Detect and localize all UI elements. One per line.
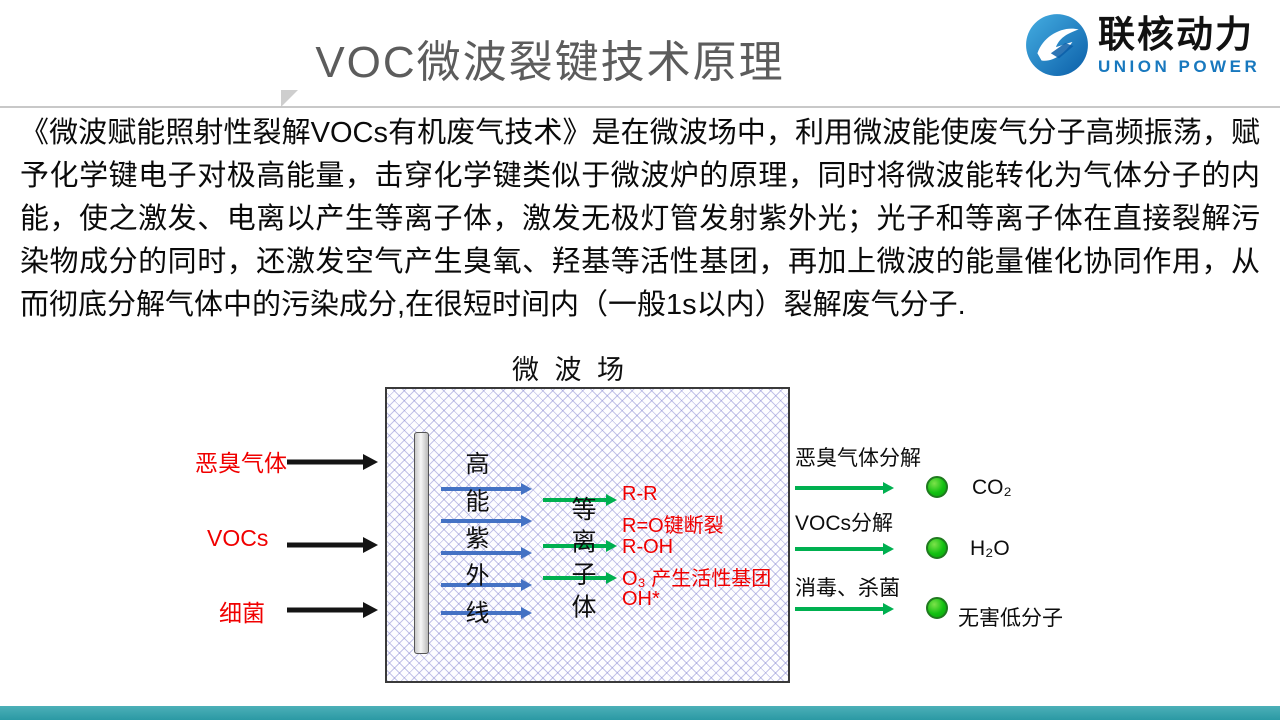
reaction-text: OH*: [622, 588, 660, 610]
input-label: 细菌: [219, 600, 265, 626]
logo-text: 联核动力 UNION POWER: [1098, 16, 1260, 75]
reaction-text: R-R: [622, 483, 658, 505]
reaction-text: R=O键断裂: [622, 515, 724, 537]
microwave-chamber-box: [385, 387, 790, 683]
uv-energy-label: 高能紫外线: [461, 451, 488, 637]
output-label: VOCs分解: [795, 512, 894, 535]
input-arrow: [287, 602, 363, 618]
output-label: 消毒、杀菌: [795, 577, 900, 600]
page-title: VOC微波裂键技术原理: [315, 38, 785, 87]
output-arrow: [795, 480, 883, 496]
product-label: CO₂: [972, 476, 1012, 499]
title-divider: [0, 106, 1280, 108]
output-label: 恶臭气体分解: [795, 447, 921, 470]
product-dot: [926, 597, 948, 619]
product-label: H₂O: [970, 537, 1010, 560]
company-logo: 联核动力 UNION POWER: [1024, 12, 1260, 78]
uv-lamp: [414, 432, 429, 654]
logo-globe-icon: [1026, 14, 1088, 76]
title-marker: [281, 90, 298, 107]
reaction-text: R-OH: [622, 536, 674, 558]
output-arrow: [795, 601, 883, 617]
input-arrow: [287, 537, 363, 553]
bottom-accent-bar: [0, 706, 1280, 720]
plasma-label: 等离子体: [568, 496, 596, 626]
microwave-field-label: 微 波 场: [511, 355, 628, 385]
product-dot: [926, 476, 948, 498]
output-arrow: [795, 541, 883, 557]
description-paragraph: 《微波赋能照射性裂解VOCs有机废气技术》是在微波场中，利用微波能使废气分子高频…: [20, 117, 1260, 321]
product-dot: [926, 537, 948, 559]
input-label: VOCs: [207, 525, 269, 551]
input-arrow: [287, 454, 363, 470]
logo-subtitle: UNION POWER: [1098, 56, 1261, 76]
input-label: 恶臭气体: [195, 450, 287, 476]
product-label: 无害低分子: [958, 607, 1063, 630]
logo-name: 联核动力: [1098, 13, 1254, 55]
reaction-text: O₃ 产生活性基团: [622, 568, 772, 590]
